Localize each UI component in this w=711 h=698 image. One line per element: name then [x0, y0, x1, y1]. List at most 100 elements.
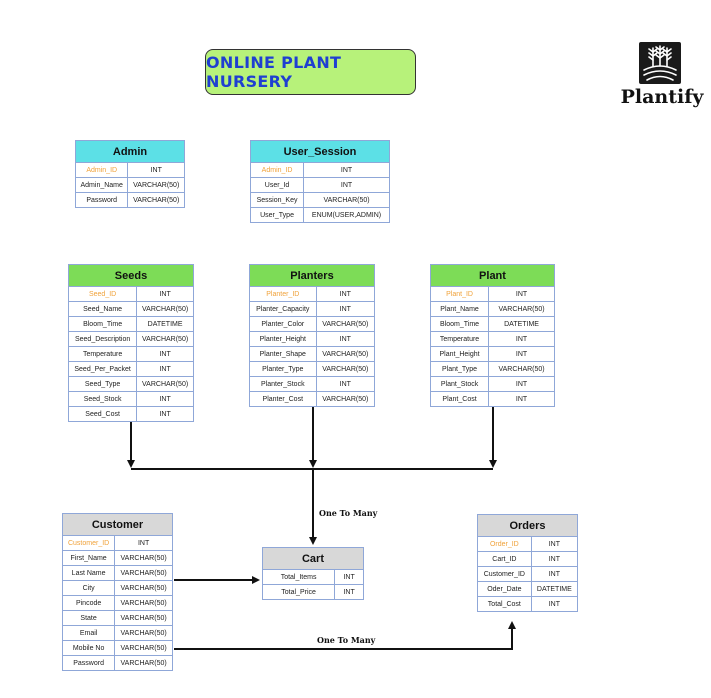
field-type: INT — [315, 331, 376, 347]
field-type: VARCHAR(50) — [136, 331, 194, 347]
field-name: Plant_Stock — [429, 376, 490, 392]
field-name: Mobile No — [61, 640, 116, 656]
field-type: VARCHAR(50) — [315, 391, 376, 407]
diagram-title: ONLINE PLANT NURSERY — [205, 49, 416, 95]
entity-header: Customer — [62, 513, 173, 536]
field-name: Password — [61, 655, 116, 671]
field-name: User_Type — [249, 207, 305, 223]
field-name: Plant_Name — [429, 301, 490, 317]
field-type: INT — [136, 286, 194, 302]
field-type: VARCHAR(50) — [114, 595, 173, 611]
relation-label-products-cart: One To Many — [319, 508, 378, 518]
field-name: Plant_Type — [429, 361, 490, 377]
field-type: INT — [303, 177, 390, 193]
field-type: INT — [488, 331, 555, 347]
field-type: VARCHAR(50) — [303, 192, 390, 208]
field-type: VARCHAR(50) — [114, 610, 173, 626]
field-name: Seed_Type — [67, 376, 138, 392]
field-name: Planter_Height — [249, 331, 317, 347]
field-type: INT — [530, 566, 579, 582]
field-type: VARCHAR(50) — [315, 316, 376, 332]
field-name: Temperature — [429, 331, 490, 347]
field-type: INT — [530, 596, 579, 612]
field-name: First_Name — [61, 550, 116, 566]
field-type: VARCHAR(50) — [114, 565, 173, 581]
entity-header: User_Session — [250, 140, 390, 163]
field-name: Planter_Color — [249, 316, 317, 332]
field-type: INT — [488, 286, 555, 302]
field-name: Seed_Per_Packet — [67, 361, 138, 377]
field-name: Bloom_Time — [67, 316, 138, 332]
field-name: Admin_Name — [74, 177, 129, 193]
field-type: VARCHAR(50) — [114, 580, 173, 596]
field-name: State — [61, 610, 116, 626]
field-name: Seed_Stock — [67, 391, 138, 407]
field-name: Bloom_Time — [429, 316, 490, 332]
field-name: Oder_Date — [477, 581, 532, 597]
relation-label-customer-orders: One To Many — [317, 635, 376, 645]
field-type: DATETIME — [530, 581, 579, 597]
field-type: INT — [315, 286, 376, 302]
field-name: Planter_ID — [249, 286, 317, 302]
field-name: Total_Price — [261, 584, 336, 600]
field-name: Last Name — [61, 565, 116, 581]
field-type: VARCHAR(50) — [114, 625, 173, 641]
field-type: INT — [303, 162, 390, 178]
field-type: VARCHAR(50) — [488, 301, 555, 317]
field-name: Cart_ID — [477, 551, 532, 567]
field-type: VARCHAR(50) — [127, 192, 185, 208]
field-type: VARCHAR(50) — [127, 177, 185, 193]
field-name: Session_Key — [249, 192, 305, 208]
field-name: Customer_ID — [61, 535, 116, 551]
field-type: INT — [488, 391, 555, 407]
entity-header: Plant — [430, 264, 555, 287]
field-type: INT — [315, 301, 376, 317]
entity-header: Seeds — [68, 264, 194, 287]
field-type: INT — [127, 162, 185, 178]
field-name: Planter_Type — [249, 361, 317, 377]
field-type: INT — [136, 361, 194, 377]
field-type: ENUM(USER,ADMIN) — [303, 207, 390, 223]
field-type: INT — [114, 535, 173, 551]
field-name: Plant_Cost — [429, 391, 490, 407]
field-name: Planter_Capacity — [249, 301, 317, 317]
field-name: Seed_Cost — [67, 406, 138, 422]
field-type: INT — [488, 376, 555, 392]
field-name: Temperature — [67, 346, 138, 362]
field-type: VARCHAR(50) — [114, 655, 173, 671]
field-name: Total_Cost — [477, 596, 532, 612]
field-name: Email — [61, 625, 116, 641]
